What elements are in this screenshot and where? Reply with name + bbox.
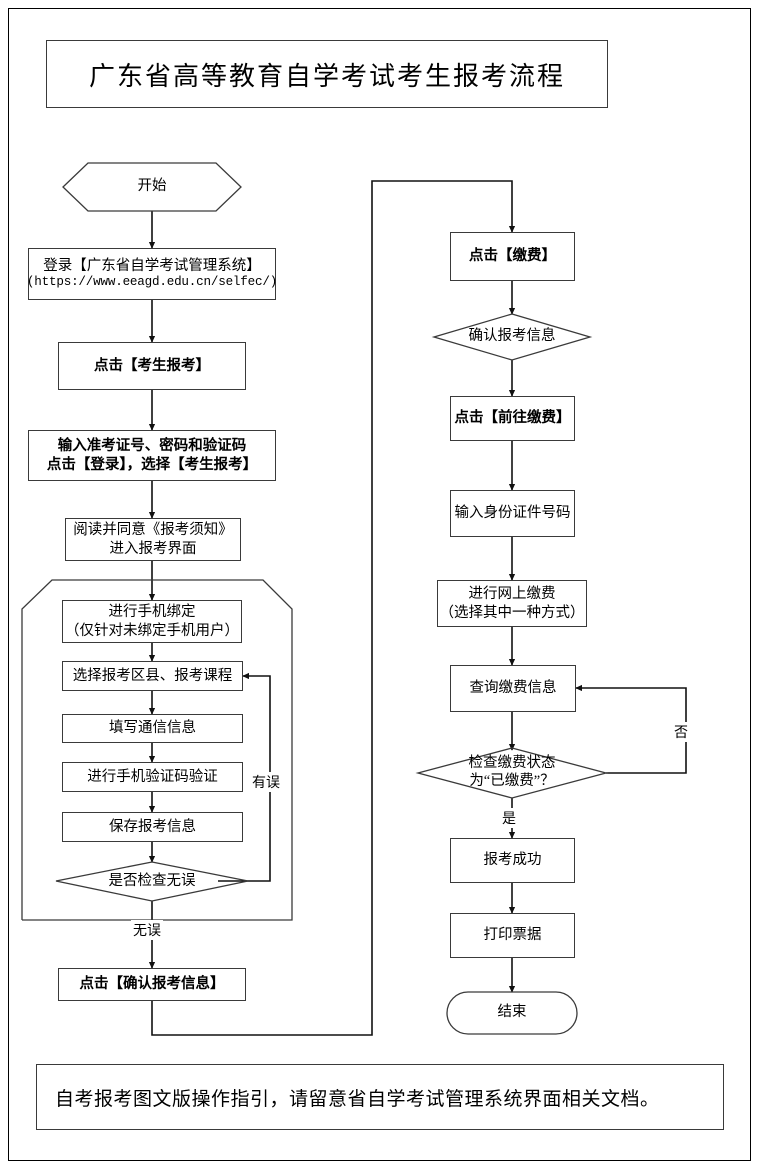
node-online-pay-line2: （选择其中一种方式） (439, 604, 585, 621)
edge-label-no: 否 (672, 722, 690, 742)
node-fill-contact[interactable]: 填写通信信息 (62, 714, 243, 743)
node-confirm-info-label: 点击【确认报考信息】 (79, 976, 225, 993)
node-bind-phone-line2: （仅针对未绑定手机用户） (65, 622, 239, 639)
node-verify-sms[interactable]: 进行手机验证码验证 (62, 762, 243, 792)
node-click-exam[interactable]: 点击【考生报考】 (58, 342, 246, 390)
node-go-pay-label: 点击【前往缴费】 (454, 410, 571, 427)
node-click-pay-label: 点击【缴费】 (469, 248, 556, 265)
node-login-line1: 登录【广东省自学考试管理系统】 (43, 258, 261, 275)
edge-label-yes: 是 (500, 808, 518, 828)
edge-label-error: 有误 (250, 772, 282, 792)
node-click-pay[interactable]: 点击【缴费】 (450, 232, 575, 281)
node-login[interactable]: 登录【广东省自学考试管理系统】 (https://www.eeagd.edu.c… (26, 248, 278, 300)
node-bind-phone[interactable]: 进行手机绑定 （仅针对未绑定手机用户） (62, 600, 242, 643)
node-query-pay-label: 查询缴费信息 (469, 680, 557, 697)
node-input-id[interactable]: 输入身份证件号码 (450, 490, 575, 537)
node-input-cred-line2: 点击【登录】，选择【考生报考】 (46, 456, 258, 473)
node-read-agree[interactable]: 阅读并同意《报考须知》 进入报考界面 (65, 518, 241, 561)
page-border (8, 8, 751, 1161)
page-title: 广东省高等教育自学考试考生报考流程 (88, 61, 565, 91)
node-select-area-label: 选择报考区县、报考课程 (72, 667, 233, 684)
node-success-label: 报考成功 (483, 852, 542, 869)
footer-note-box: 自考报考图文版操作指引，请留意省自学考试管理系统界面相关文档。 (36, 1064, 724, 1130)
node-query-pay[interactable]: 查询缴费信息 (450, 665, 576, 712)
node-login-url: (https://www.eeagd.edu.cn/selfec/) (26, 275, 278, 290)
node-save-info[interactable]: 保存报考信息 (62, 812, 243, 842)
node-read-agree-line2: 进入报考界面 (109, 540, 197, 557)
node-online-pay[interactable]: 进行网上缴费 （选择其中一种方式） (437, 580, 587, 627)
node-bind-phone-line1: 进行手机绑定 (108, 604, 196, 621)
edge-label-no-error: 无误 (131, 920, 163, 940)
node-click-exam-label: 点击【考生报考】 (94, 357, 210, 374)
node-read-agree-line1: 阅读并同意《报考须知》 (73, 522, 233, 539)
node-select-area[interactable]: 选择报考区县、报考课程 (62, 661, 243, 691)
node-save-info-label: 保存报考信息 (109, 818, 196, 835)
node-input-id-label: 输入身份证件号码 (454, 505, 571, 522)
node-print-label: 打印票据 (483, 927, 542, 944)
node-verify-sms-label: 进行手机验证码验证 (87, 768, 218, 785)
node-input-cred[interactable]: 输入准考证号、密码和验证码 点击【登录】，选择【考生报考】 (28, 430, 276, 481)
node-fill-contact-label: 填写通信信息 (109, 720, 196, 737)
node-input-cred-line1: 输入准考证号、密码和验证码 (57, 438, 247, 455)
node-confirm-info[interactable]: 点击【确认报考信息】 (58, 968, 246, 1001)
node-go-pay[interactable]: 点击【前往缴费】 (450, 396, 575, 441)
diagram-title-box: 广东省高等教育自学考试考生报考流程 (46, 40, 608, 108)
node-success[interactable]: 报考成功 (450, 838, 575, 883)
footer-note: 自考报考图文版操作指引，请留意省自学考试管理系统界面相关文档。 (55, 1088, 660, 1110)
node-print[interactable]: 打印票据 (450, 913, 575, 958)
node-online-pay-line1: 进行网上缴费 (468, 586, 556, 603)
